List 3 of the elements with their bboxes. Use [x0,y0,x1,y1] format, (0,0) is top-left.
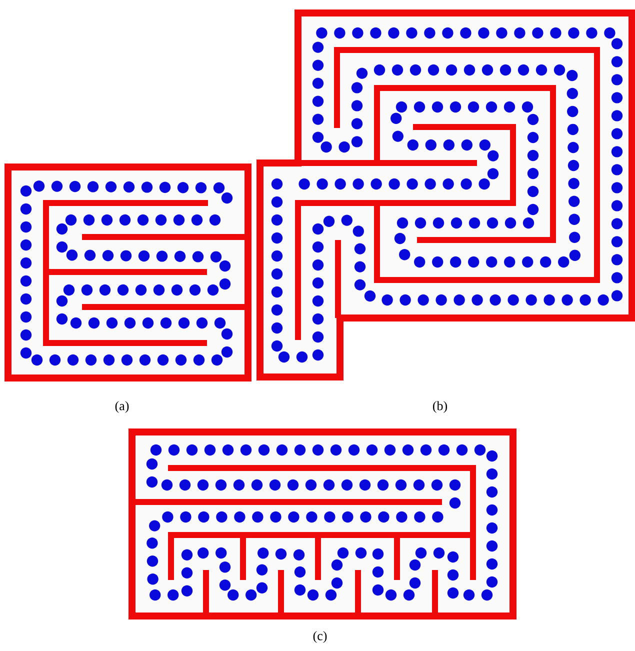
panel-label: (c) [313,631,327,643]
panel-label: (b) [433,401,448,413]
panel-label: (a) [115,401,129,413]
